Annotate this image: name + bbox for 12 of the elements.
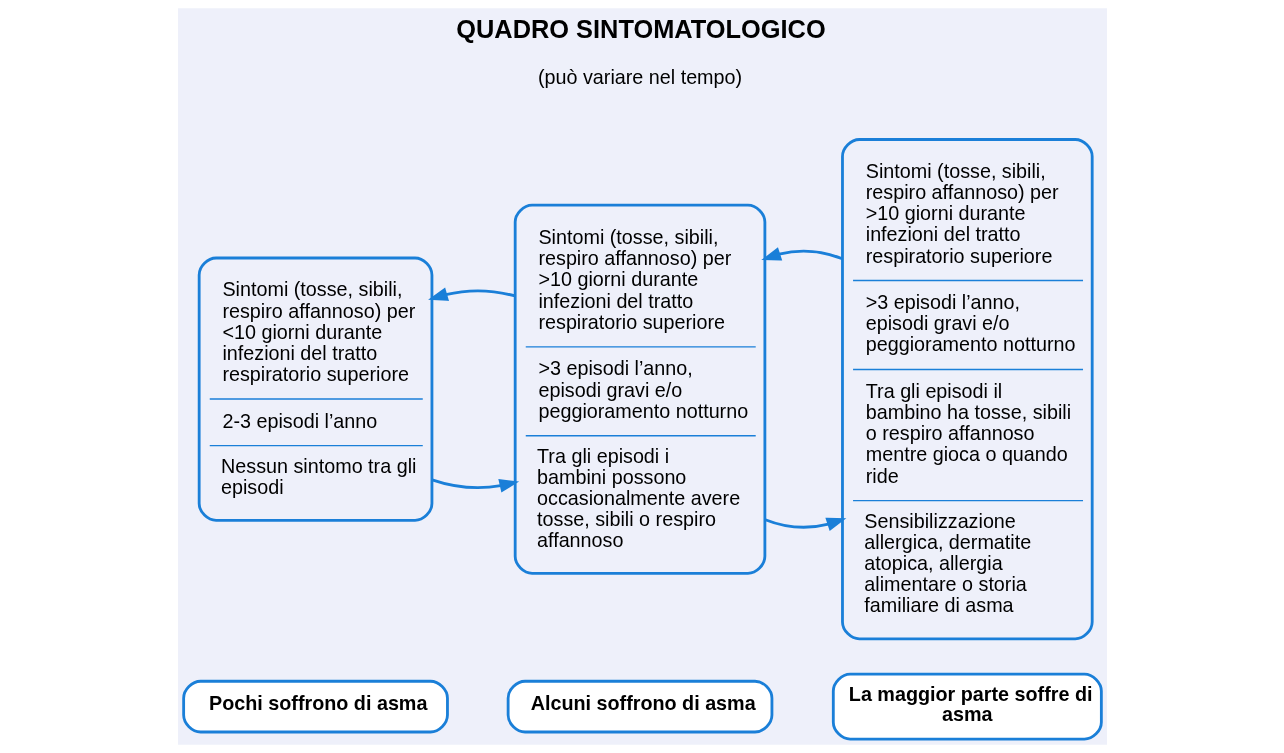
diagram-title: QUADRO SINTOMATOLOGICO: [455, 15, 826, 44]
arrow: [764, 517, 846, 531]
label: (può variare nel tempo): [537, 66, 742, 89]
arrow: [760, 247, 843, 261]
node-box: Sintomi (tosse, sibili, respiro affannoso) per >10 giorni durante infezioni del tratto respiratorio superiore >3 episodi l’anno, episodi gravi e/o peggioramento notturno Tra gli episodi il bambino ha tosse, sibili o respiro affannoso mentre gioca o quando ride Sensibilizzazione allergica, dermatite atopica, allergia alimentare o storia familiare di asma: [840, 138, 1094, 641]
node-box: Sintomi (tosse, sibili, respiro affannoso) per >10 giorni durante infezioni del tratto respiratorio superiore >3 episodi l’anno, episodi gravi e/o peggioramento notturno Tra gli episodi i bambini possono occasionalmente avere tosse, sibili o respiro affannoso: [513, 203, 766, 575]
node-box: Pochi soffrono di asma: [181, 679, 449, 734]
node-box: La maggior parte soffre di asma: [831, 672, 1103, 741]
arrow: [427, 287, 515, 301]
node-box: Sintomi (tosse, sibili, respiro affannoso) per <10 giorni durante infezioni del tratto respiratorio superiore 2-3 episodi l’anno Nessun sintomo tra gli episodi: [197, 256, 433, 522]
node-box: Alcuni soffrono di asma: [506, 679, 773, 734]
arrow: [431, 478, 519, 493]
